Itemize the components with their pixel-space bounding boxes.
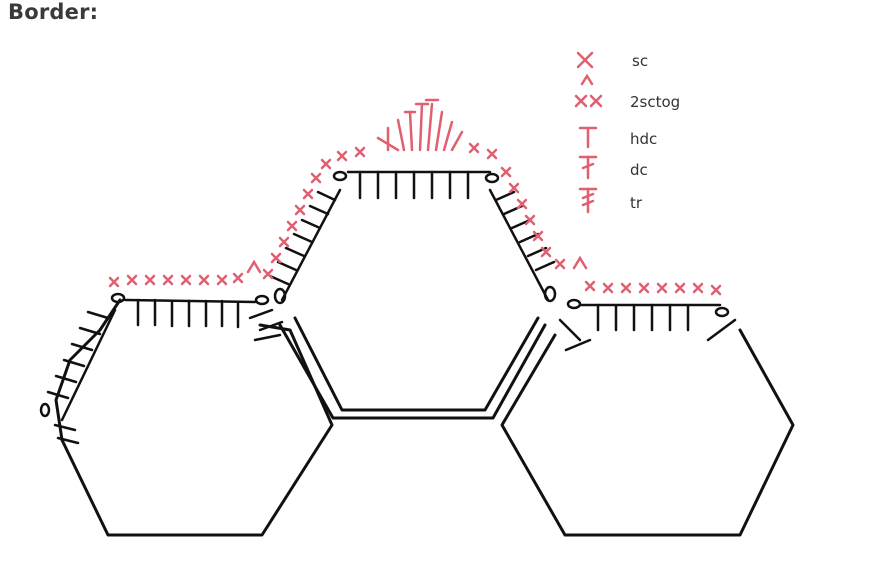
legend-label-2sctog: 2sctog [630, 93, 680, 111]
legend-label-dc: dc [630, 161, 648, 179]
legend-label-sc: sc [632, 52, 648, 70]
tr-icon [578, 187, 598, 214]
middle-hexagon [278, 323, 547, 420]
page-title: Border: [8, 0, 99, 24]
right-hexagon [500, 328, 795, 537]
left-hex-stitches [39, 292, 284, 445]
legend-label-tr: tr [630, 194, 643, 212]
hdc-icon [578, 126, 598, 149]
left-hexagon [60, 323, 334, 537]
dc-icon [578, 155, 598, 180]
hexagon-outlines [54, 298, 795, 537]
sc-icon [576, 51, 594, 69]
right-hex-stitches [558, 298, 737, 352]
legend: sc 2sctog hdc dc tr [574, 51, 680, 214]
2sctog-icon [574, 73, 603, 108]
middle-hex-stitches [268, 170, 557, 305]
legend-label-hdc: hdc [630, 130, 657, 148]
border-stitches [108, 98, 722, 296]
